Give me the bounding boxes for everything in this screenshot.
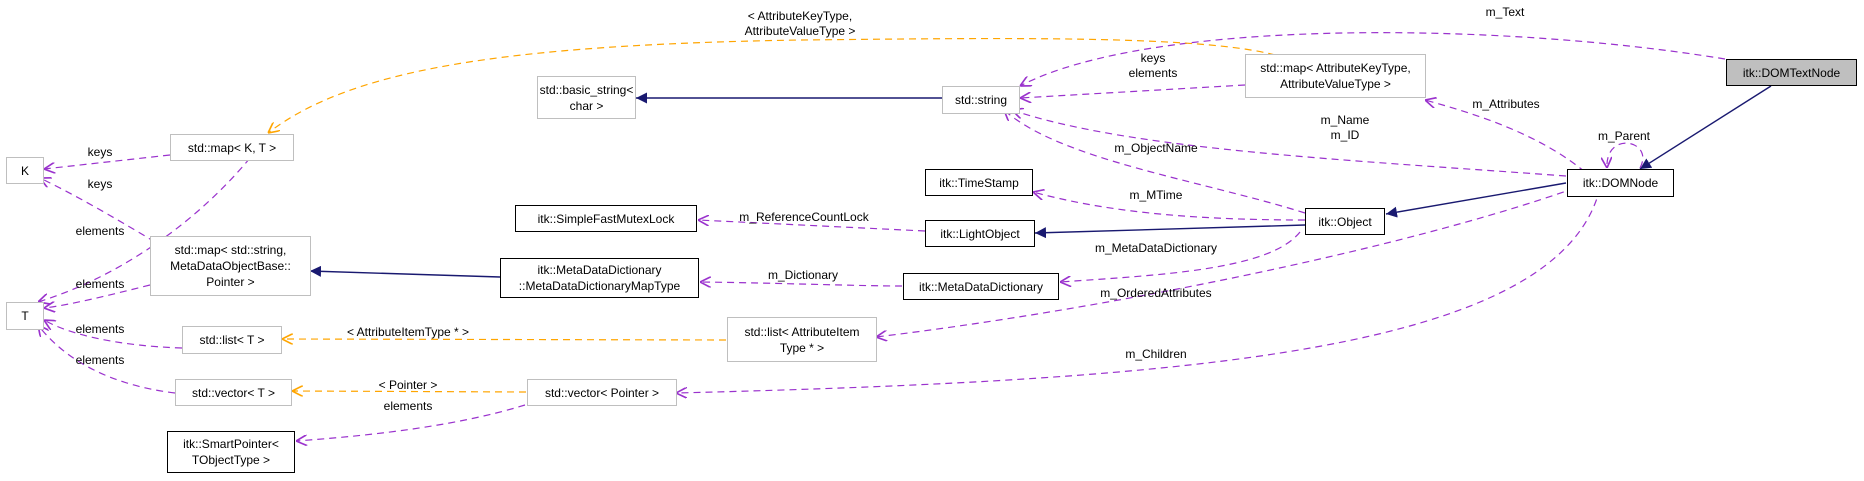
- node-list-attr[interactable]: std::list< AttributeItem Type * >: [727, 317, 877, 362]
- label-attr-item-template: < AttributeItemType * >: [346, 325, 470, 339]
- node-vector-pointer[interactable]: std::vector< Pointer >: [527, 379, 677, 406]
- label-m-dictionary: m_Dictionary: [767, 268, 839, 282]
- node-t[interactable]: T: [6, 302, 44, 330]
- node-smart-pointer[interactable]: itk::SmartPointer< TObjectType >: [167, 431, 295, 473]
- edge-mapkt-keys: [44, 154, 171, 169]
- label-pointer-template: < Pointer >: [378, 378, 438, 392]
- label-m-reference-count-lock: m_ReferenceCountLock: [739, 210, 869, 224]
- edge-domnode-m-attributes: [1425, 100, 1586, 173]
- node-dom-text-node[interactable]: itk::DOMTextNode: [1726, 59, 1857, 86]
- edge-object-m-object-name: [1004, 110, 1306, 214]
- edge-listattr-template: [282, 339, 727, 340]
- node-list-t[interactable]: std::list< T >: [182, 326, 282, 354]
- node-meta-data-dictionary[interactable]: itk::MetaDataDictionary: [903, 273, 1059, 300]
- edge-vectorpointer-template: [292, 391, 527, 392]
- edge-domnode-m-ordered-attributes: [876, 187, 1576, 337]
- node-std-string[interactable]: std::string: [942, 86, 1020, 114]
- edge-domtextnode-to-domnode: [1639, 85, 1772, 170]
- edge-vectort-elements: [38, 325, 176, 394]
- edge-lightobject-m-reference-count-lock: [698, 220, 926, 232]
- edge-object-to-lightobject: [1034, 224, 1306, 239]
- label-m-object-name: m_ObjectName: [1114, 141, 1198, 155]
- edge-domnode-m-name-id: [1012, 110, 1567, 177]
- node-simple-fast-mutex-lock[interactable]: itk::SimpleFastMutexLock: [515, 205, 697, 232]
- edge-mapstringmeta-keys: [40, 178, 156, 243]
- label-m-parent: m_Parent: [1597, 129, 1651, 143]
- label-elements-list-t: elements: [75, 322, 125, 336]
- edge-vectorpointer-elements: [296, 404, 526, 441]
- node-map-string-meta[interactable]: std::map< std::string, MetaDataObjectBas…: [150, 236, 311, 296]
- node-time-stamp[interactable]: itk::TimeStamp: [925, 169, 1033, 196]
- edge-domnode-to-object: [1385, 182, 1567, 218]
- edge-domnode-m-parent: [1607, 142, 1644, 169]
- edge-domnode-m-children: [676, 187, 1601, 393]
- label-keys-elements: keys elements: [1128, 51, 1178, 80]
- label-elements-vector-t: elements: [75, 353, 125, 367]
- label-elements-map-string-meta: elements: [75, 277, 125, 291]
- edge-mapattr-keys-elements: [1020, 84, 1246, 98]
- edge-object-m-metadatadictionary: [1060, 231, 1301, 282]
- label-m-name-id: m_Name m_ID: [1320, 113, 1370, 142]
- node-map-kt[interactable]: std::map< K, T >: [170, 134, 294, 161]
- label-keys-map-kt: keys: [87, 145, 113, 159]
- label-attr-template: < AttributeKeyType, AttributeValueType >: [744, 9, 856, 38]
- edge-domtextnode-m-text: [1020, 32, 1726, 86]
- label-elements-map-kt: elements: [75, 224, 125, 238]
- node-light-object[interactable]: itk::LightObject: [925, 220, 1035, 247]
- edge-mapkt-elements: [38, 157, 251, 302]
- node-basic-string[interactable]: std::basic_string< char >: [537, 76, 636, 119]
- edge-mapstringmeta-elements: [44, 284, 151, 308]
- edge-metadatadictionary-m-dictionary: [700, 282, 903, 286]
- node-k[interactable]: K: [6, 157, 44, 184]
- label-keys-map-string-meta: keys: [87, 177, 113, 191]
- node-object[interactable]: itk::Object: [1305, 208, 1385, 235]
- node-map-attr[interactable]: std::map< AttributeKeyType, AttributeVal…: [1245, 54, 1426, 98]
- label-m-meta-data-dictionary: m_MetaDataDictionary: [1094, 241, 1218, 255]
- label-m-attributes: m_Attributes: [1472, 97, 1540, 111]
- label-m-ordered-attributes: m_OrderedAttributes: [1100, 286, 1212, 300]
- label-m-text: m_Text: [1485, 5, 1525, 19]
- node-vector-t[interactable]: std::vector< T >: [175, 379, 292, 406]
- node-meta-data-dictionary-map-type[interactable]: itk::MetaDataDictionary ::MetaDataDictio…: [500, 258, 699, 298]
- label-elements-smart-pointer: elements: [383, 399, 433, 413]
- label-m-mtime: m_MTime: [1129, 188, 1183, 202]
- edge-mapmeta-to-mapstringmeta: [309, 265, 501, 278]
- label-m-children: m_Children: [1125, 347, 1187, 361]
- edge-mapattr-template: [268, 37, 1276, 133]
- node-dom-node[interactable]: itk::DOMNode: [1567, 169, 1674, 197]
- edge-object-m-mtime: [1033, 192, 1306, 221]
